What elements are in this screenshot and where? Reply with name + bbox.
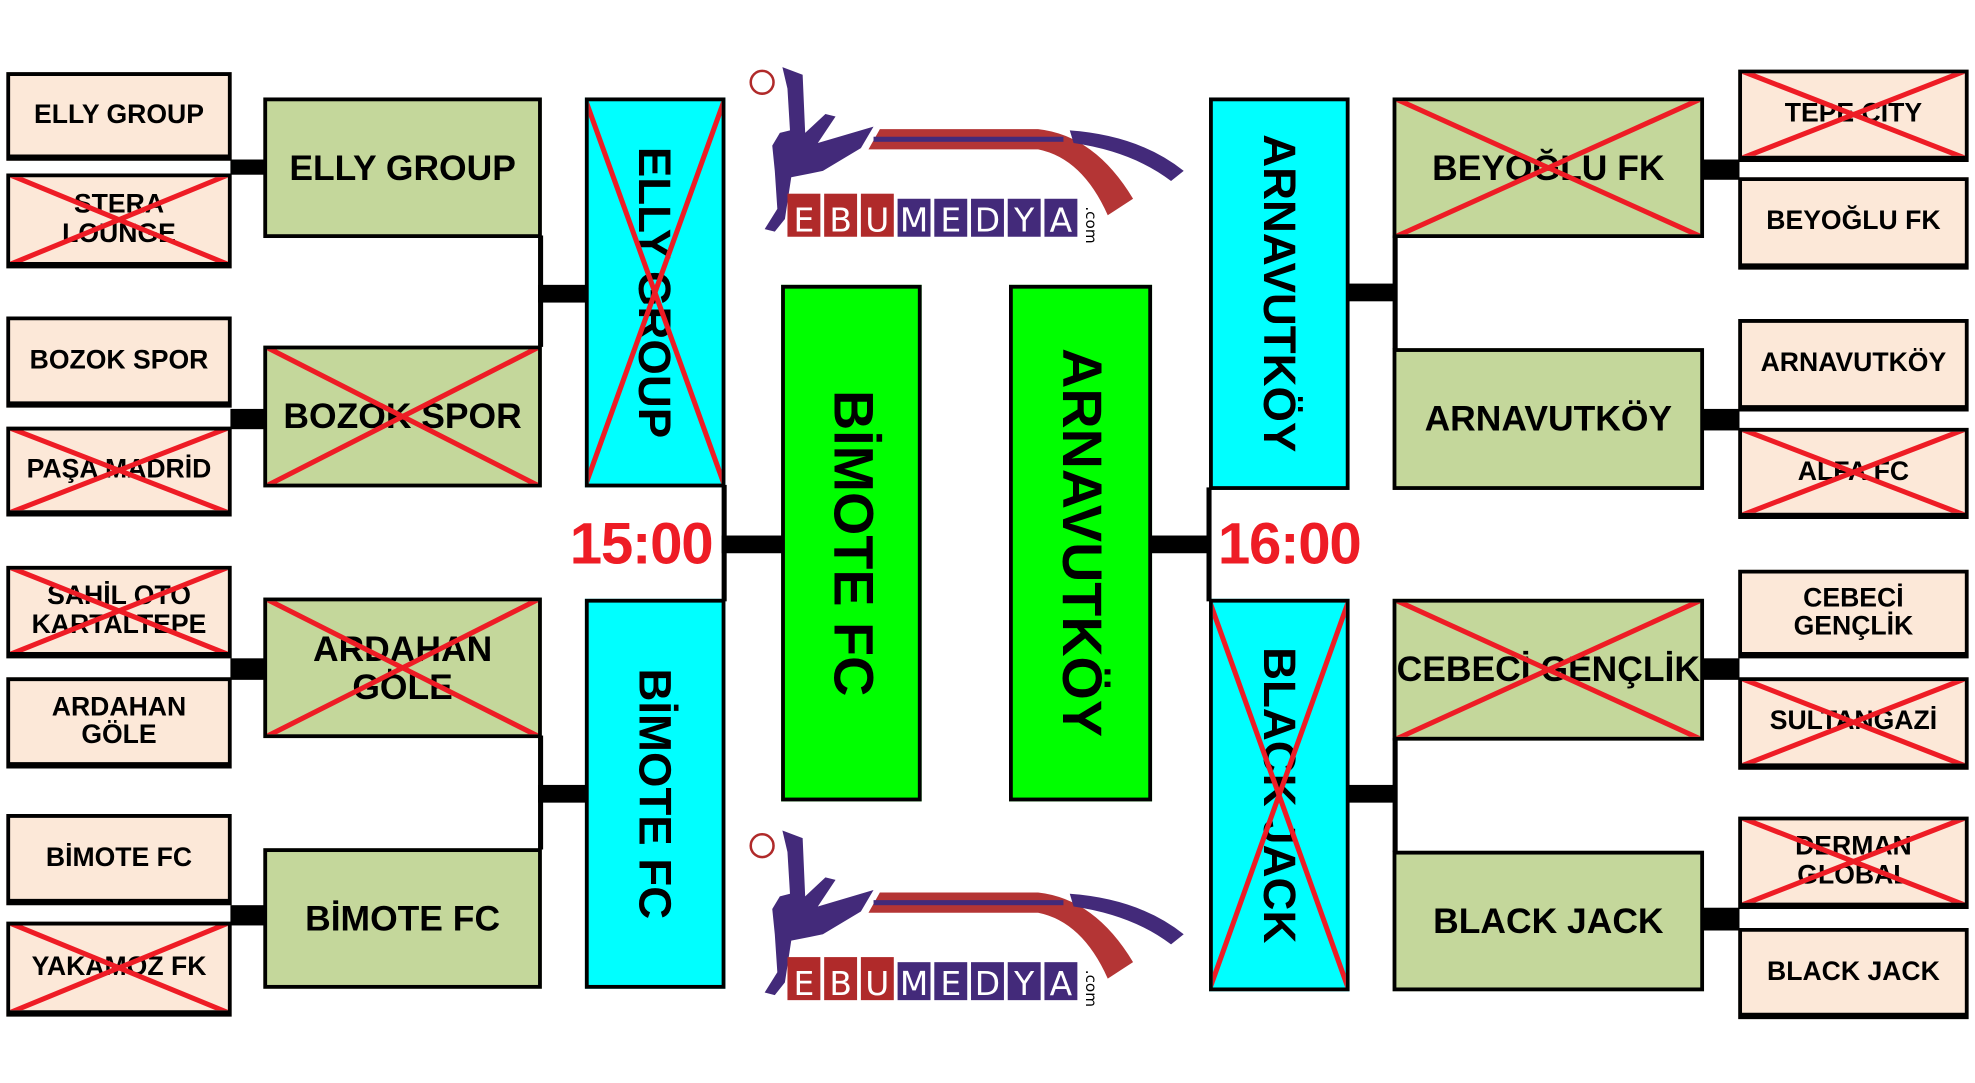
team-name: ARNAVUTKÖY bbox=[1760, 348, 1947, 378]
team-name: ARNAVUTKÖY bbox=[1050, 348, 1113, 738]
team-name: DERMAN GLOBAL bbox=[1795, 832, 1912, 890]
left-round1-team: YAKAMOZ FK bbox=[6, 921, 232, 1017]
bracket-connector bbox=[230, 159, 265, 175]
svg-text:.com: .com bbox=[1082, 206, 1100, 243]
bracket-connector bbox=[1348, 283, 1396, 302]
right-round2-team: BEYOĞLU FK bbox=[1392, 97, 1705, 239]
team-name: ALFA FC bbox=[1797, 456, 1910, 487]
svg-text:A: A bbox=[1050, 201, 1073, 240]
team-name: BEYOĞLU FK bbox=[1432, 147, 1665, 188]
team-name: BLACK JACK bbox=[1767, 957, 1940, 987]
svg-text:Y: Y bbox=[1013, 964, 1035, 1003]
team-name: YAKAMOZ FK bbox=[31, 952, 207, 982]
svg-text:E: E bbox=[940, 964, 961, 1003]
team-name: BEYOĞLU FK bbox=[1766, 206, 1941, 237]
left-round1-team: PAŞA MADRİD bbox=[6, 426, 232, 517]
left-round2-team: ARDAHAN GÖLE bbox=[263, 597, 542, 739]
bracket-connector bbox=[1348, 784, 1396, 803]
left-semifinal-team: ELLY GROUP bbox=[584, 97, 726, 488]
bracket-connector bbox=[230, 658, 265, 680]
bracket-connector bbox=[230, 408, 265, 430]
svg-text:D: D bbox=[975, 964, 1000, 1003]
left-round1-team: STERA LOUNGE bbox=[6, 173, 232, 269]
team-name: BLACK JACK bbox=[1433, 901, 1664, 941]
team-name: BLACK JACK bbox=[1253, 646, 1306, 944]
svg-text:A: A bbox=[1050, 964, 1073, 1003]
team-name: ARDAHAN GÖLE bbox=[51, 692, 187, 750]
finalist-right: ARNAVUTKÖY bbox=[1009, 284, 1153, 802]
left-round1-team: BİMOTE FC bbox=[6, 814, 232, 906]
team-name: ARDAHAN GÖLE bbox=[312, 629, 493, 706]
team-name: PAŞA MADRİD bbox=[26, 455, 212, 485]
team-name: BİMOTE FC bbox=[821, 389, 884, 697]
svg-text:B: B bbox=[829, 964, 852, 1003]
svg-text:B: B bbox=[829, 201, 852, 240]
left-round2-team: ELLY GROUP bbox=[263, 97, 542, 239]
left-semifinal-time: 15:00 bbox=[569, 510, 714, 577]
svg-text:.com: .com bbox=[1082, 970, 1100, 1007]
finalist-left: BİMOTE FC bbox=[781, 284, 922, 802]
right-round1-team: CEBECİ GENÇLİK bbox=[1738, 569, 1969, 659]
right-semifinal-time: 16:00 bbox=[1217, 510, 1362, 577]
team-name: ARNAVUTKÖY bbox=[1253, 134, 1306, 453]
right-semifinal-team: ARNAVUTKÖY bbox=[1209, 97, 1350, 490]
team-name: BİMOTE FC bbox=[305, 898, 501, 938]
svg-text:E: E bbox=[940, 201, 961, 240]
right-round1-team: ARNAVUTKÖY bbox=[1738, 319, 1969, 412]
team-name: SULTANGAZİ bbox=[1769, 707, 1938, 737]
team-name: CEBECİ GENÇLİK bbox=[1396, 649, 1700, 690]
bracket-connector bbox=[1702, 159, 1740, 180]
team-name: ARNAVUTKÖY bbox=[1424, 399, 1673, 439]
left-round1-team: ARDAHAN GÖLE bbox=[6, 677, 232, 769]
team-name: BİMOTE FC bbox=[45, 843, 193, 873]
right-round1-team: TEPE CITY bbox=[1738, 69, 1969, 163]
bracket-connector bbox=[1702, 408, 1740, 431]
bracket-connector bbox=[538, 284, 587, 303]
svg-text:E: E bbox=[794, 201, 815, 240]
team-name: BİMOTE FC bbox=[629, 668, 682, 920]
right-round1-team: SULTANGAZİ bbox=[1738, 677, 1969, 770]
right-round2-team: ARNAVUTKÖY bbox=[1392, 348, 1705, 490]
svg-text:D: D bbox=[975, 201, 1000, 240]
bracket-connector bbox=[1206, 487, 1212, 602]
team-name: SAHİL OTO KARTALTEPE bbox=[31, 581, 207, 639]
bracket-connector bbox=[1392, 235, 1398, 350]
left-round1-team: BOZOK SPOR bbox=[6, 316, 232, 408]
svg-text:U: U bbox=[865, 964, 889, 1003]
bracket-connector bbox=[1392, 738, 1398, 853]
team-name: TEPE CITY bbox=[1784, 99, 1923, 129]
bracket-connector bbox=[538, 784, 587, 803]
right-round1-team: DERMAN GLOBAL bbox=[1738, 816, 1969, 909]
team-name: BOZOK SPOR bbox=[283, 396, 522, 436]
bracket-connector bbox=[721, 535, 783, 554]
bracket-connector bbox=[230, 905, 265, 926]
team-name: CEBECİ GENÇLİK bbox=[1793, 583, 1914, 641]
bracket-connector bbox=[1150, 535, 1211, 554]
left-round1-team: SAHİL OTO KARTALTEPE bbox=[6, 565, 232, 659]
team-name: ELLY GROUP bbox=[289, 147, 516, 188]
svg-text:U: U bbox=[865, 201, 889, 240]
svg-text:M: M bbox=[900, 201, 928, 240]
left-semifinal-team: BİMOTE FC bbox=[584, 598, 726, 989]
right-semifinal-team: BLACK JACK bbox=[1209, 598, 1350, 992]
team-name: BOZOK SPOR bbox=[29, 345, 209, 375]
right-round1-team: ALFA FC bbox=[1738, 427, 1969, 520]
team-name: ELLY GROUP bbox=[34, 99, 204, 130]
right-round1-team: BLACK JACK bbox=[1738, 927, 1969, 1020]
right-round2-team: BLACK JACK bbox=[1392, 850, 1705, 992]
svg-text:Y: Y bbox=[1013, 201, 1035, 240]
team-name: STERA LOUNGE bbox=[62, 190, 176, 248]
left-round2-team: BİMOTE FC bbox=[263, 848, 542, 989]
bracket-connector bbox=[1702, 658, 1740, 680]
right-round1-team: BEYOĞLU FK bbox=[1738, 177, 1969, 270]
svg-text:E: E bbox=[794, 964, 815, 1003]
left-round1-team: ELLY GROUP bbox=[6, 72, 232, 161]
bracket-connector bbox=[1702, 907, 1740, 931]
svg-text:M: M bbox=[900, 964, 928, 1003]
left-round2-team: BOZOK SPOR bbox=[263, 345, 542, 488]
right-round2-team: CEBECİ GENÇLİK bbox=[1392, 598, 1705, 741]
team-name: ELLY GROUP bbox=[629, 146, 682, 439]
